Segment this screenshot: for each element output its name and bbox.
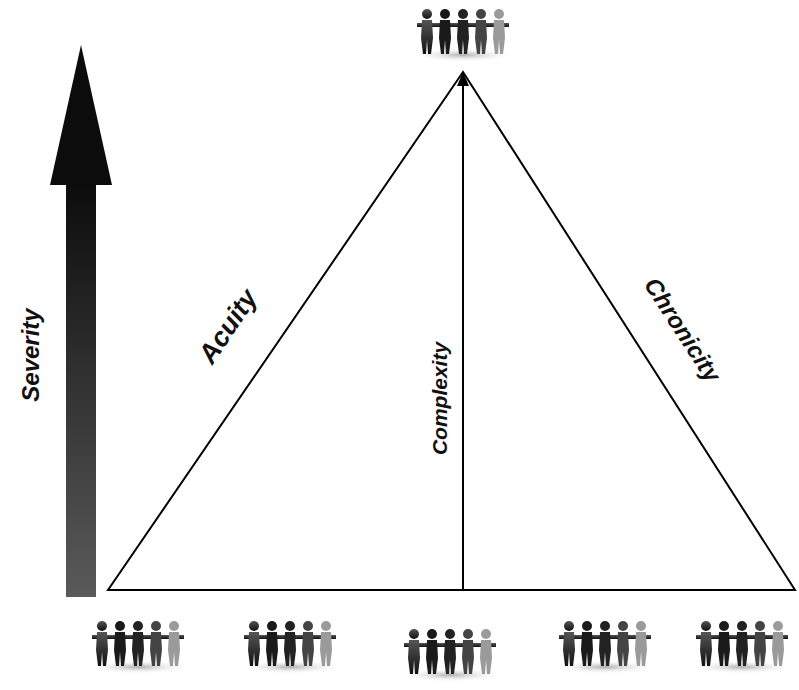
people-group bbox=[690, 621, 794, 674]
complexity-line bbox=[462, 84, 464, 590]
triangle-outline bbox=[108, 72, 795, 590]
side-label: Chronicity bbox=[640, 274, 725, 387]
severity-arrow-head bbox=[50, 45, 112, 185]
axis-label: Severity bbox=[19, 308, 43, 401]
people-group bbox=[553, 621, 657, 674]
axis-label: Complexity bbox=[429, 341, 450, 454]
side-label: Acuity bbox=[194, 284, 263, 368]
severity-arrow-shaft bbox=[66, 183, 96, 597]
people-group bbox=[238, 621, 342, 674]
people-group bbox=[398, 629, 502, 682]
people-group bbox=[411, 9, 515, 62]
complexity-arrowhead bbox=[457, 72, 469, 86]
people-group bbox=[86, 621, 190, 674]
